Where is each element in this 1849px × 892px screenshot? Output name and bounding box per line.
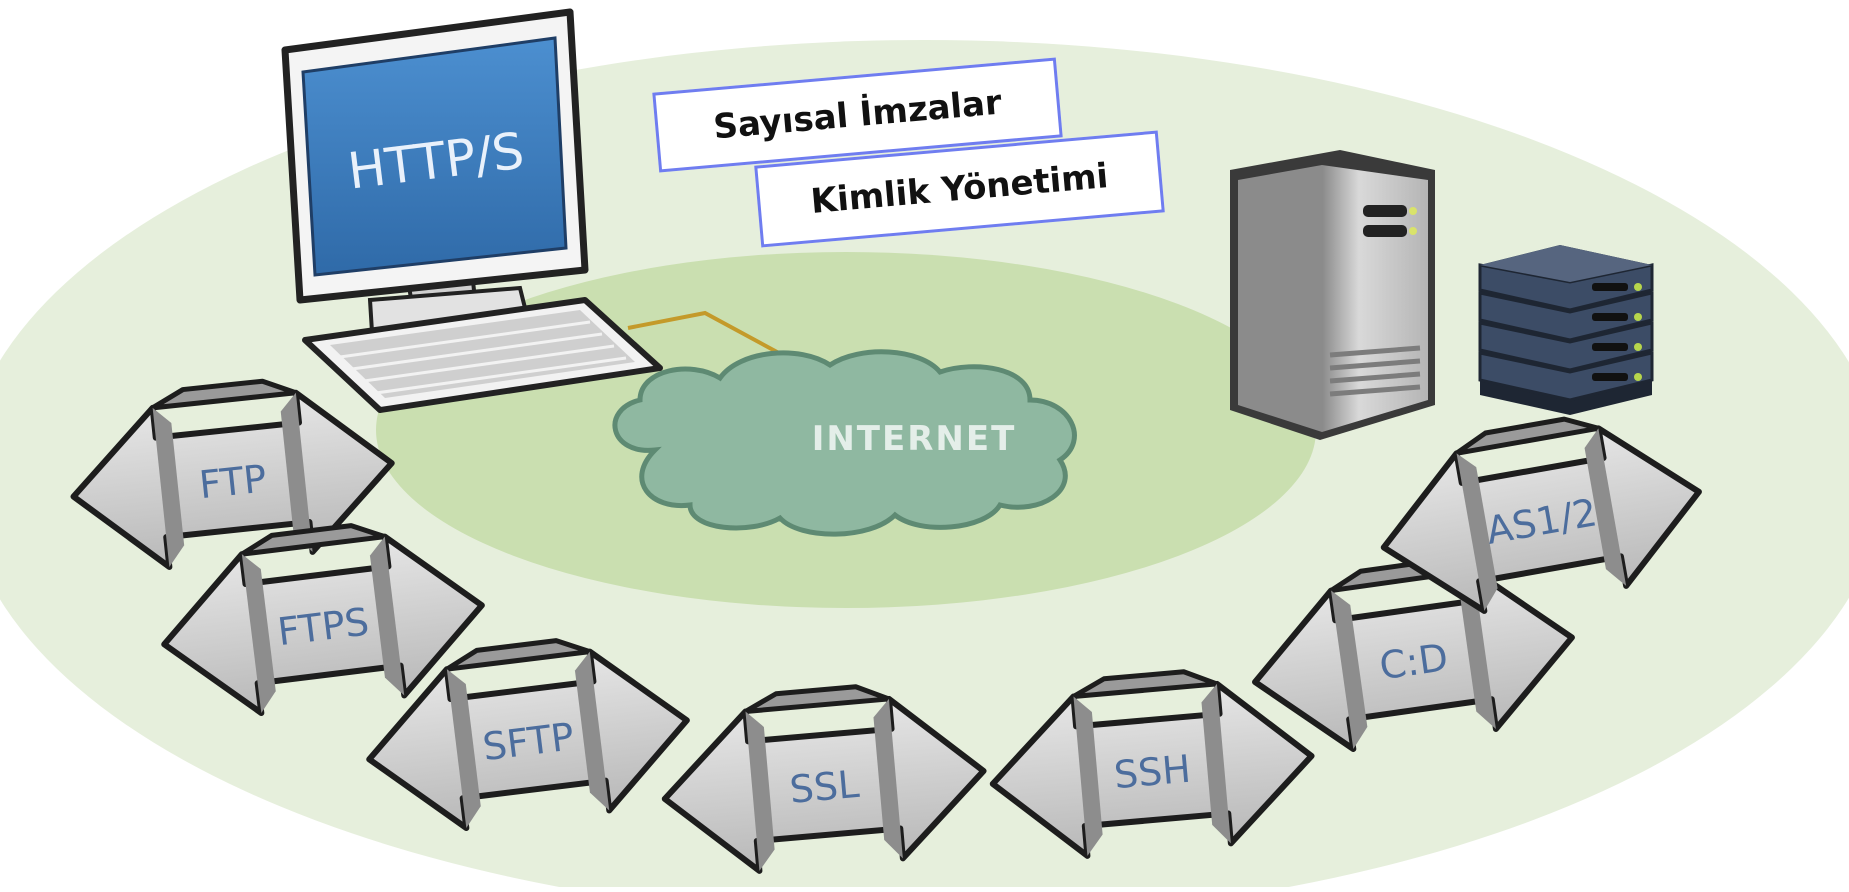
cloud-label: INTERNET bbox=[812, 419, 1017, 459]
protocol-label: C:D bbox=[1377, 635, 1451, 688]
protocol-arrow-ftps: FTPS bbox=[161, 523, 485, 716]
protocol-arrow-ssh: SSH bbox=[989, 669, 1315, 859]
protocol-arrow-sftp: SFTP bbox=[366, 638, 690, 831]
protocol-arrow-ftp: FTP bbox=[70, 378, 395, 570]
protocol-arrow-as12: AS1/2 bbox=[1380, 416, 1702, 614]
desktop-computer-icon: HTTP/S bbox=[281, 8, 663, 413]
protocol-label: FTP bbox=[197, 456, 269, 507]
rack-server-icon bbox=[1478, 245, 1654, 415]
tower-server-icon bbox=[1230, 150, 1435, 440]
protocol-arrow-ssl: SSL bbox=[661, 684, 987, 874]
protocol-label: SSH bbox=[1112, 747, 1192, 798]
protocol-arrow-cd: C:D bbox=[1252, 557, 1575, 752]
internet-cloud: INTERNET bbox=[612, 349, 1077, 537]
protocol-label: SSL bbox=[788, 762, 861, 812]
